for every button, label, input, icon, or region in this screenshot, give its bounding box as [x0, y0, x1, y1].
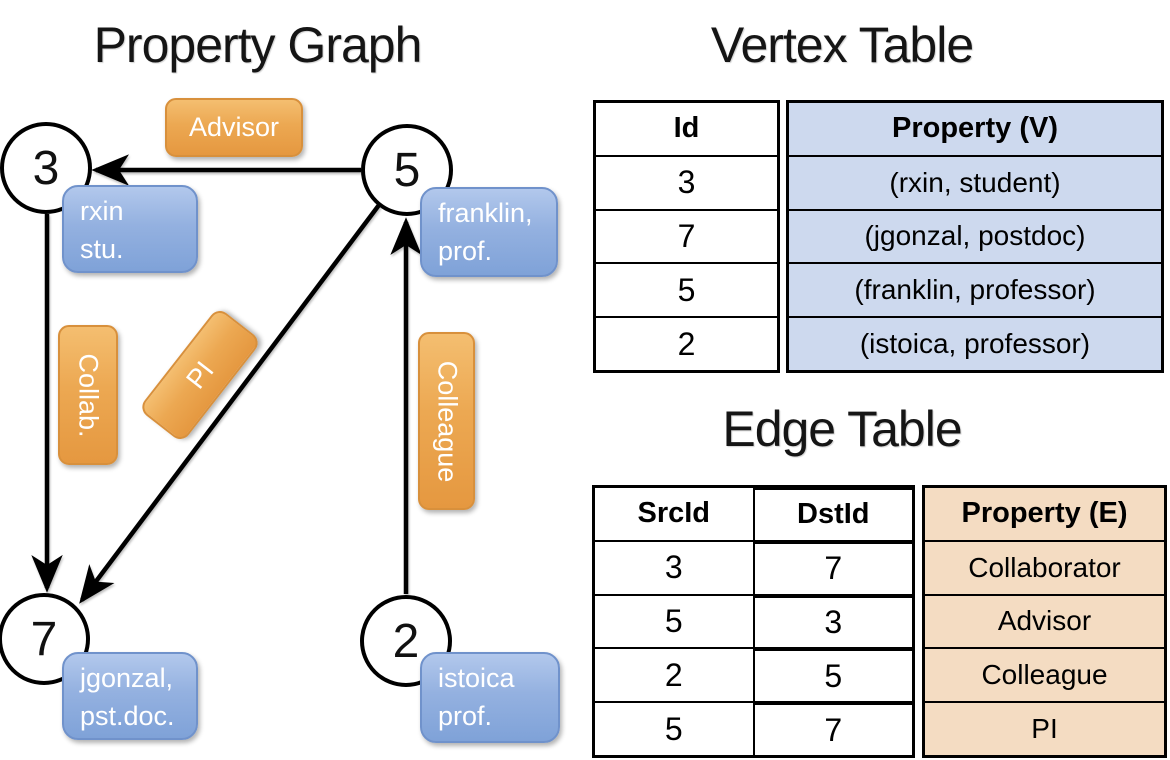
vertex-box-franklin-line1: franklin,	[438, 198, 533, 228]
edge-table-dst-cell: 3	[754, 595, 912, 648]
edge-table-title: Edge Table	[722, 401, 962, 457]
vertex-box-franklin: franklin, prof.	[420, 187, 558, 277]
edge-table-row: 2 5	[595, 647, 912, 702]
graph-edges	[31, 154, 422, 604]
vertex-table-id-cell: 5	[596, 262, 777, 316]
vertex-table-property-cell: (jgonzal, postdoc)	[789, 208, 1161, 263]
edge-table-dst-cell: 7	[754, 703, 912, 755]
edge-table-dst-cell: 7	[754, 541, 912, 594]
vertex-box-istoica-line2: prof.	[438, 701, 493, 731]
edge-table-header-row: SrcId DstId	[595, 488, 912, 540]
vertex-box-rxin-line1: rxin	[80, 196, 124, 226]
edge-label-colleague: Colleague	[418, 332, 475, 510]
vertex-box-rxin: rxin stu.	[62, 185, 198, 273]
edge-table-row: 5 3	[595, 593, 912, 648]
vertex-box-jgonzal-line2: pst.doc.	[80, 701, 175, 731]
node-2-id: 2	[392, 614, 420, 668]
vertex-box-jgonzal-line1: jgonzal,	[80, 663, 174, 693]
vertex-table-id-cell: 2	[596, 316, 777, 370]
property-graph-title: Property Graph	[93, 17, 423, 73]
edge-label-collab-text: Collab.	[73, 352, 104, 438]
edge-5-to-7-pi-arrow	[79, 203, 381, 604]
edge-table-property-cell: Collaborator	[925, 539, 1164, 594]
edge-table-src-cell: 2	[595, 649, 755, 702]
node-5-id: 5	[393, 143, 421, 197]
vertex-table-property-cell: (franklin, professor)	[789, 262, 1161, 316]
vertex-box-rxin-line2: stu.	[80, 234, 124, 264]
edge-table-id-columns: SrcId DstId 3 7 5 3 2 5 5 7	[592, 485, 915, 758]
edge-table-property-cell: Advisor	[925, 593, 1164, 648]
edge-label-collab: Collab.	[58, 325, 118, 465]
graph-node-2: 2	[360, 595, 452, 687]
edge-table-dstid-header: DstId	[754, 488, 912, 540]
vertex-table-id-cell: 7	[596, 208, 777, 263]
vertex-box-franklin-line2: prof.	[438, 236, 493, 266]
edge-table-src-cell: 3	[595, 541, 755, 594]
vertex-table-id-header: Id	[673, 112, 700, 145]
edge-table-dst-cell: 5	[754, 649, 912, 701]
edge-label-advisor-text: Advisor	[188, 112, 280, 142]
node-7-id: 7	[30, 612, 58, 666]
edge-table-property-header: Property (E)	[961, 497, 1128, 530]
edge-table-property-cell: PI	[925, 701, 1164, 755]
vertex-table-property-header: Property (V)	[892, 112, 1058, 145]
vertex-box-istoica-line1: istoica	[438, 663, 515, 693]
vertex-table-id-column: Id 3 7 5 2	[593, 100, 780, 373]
edge-label-colleague-text: Colleague	[432, 360, 462, 482]
vertex-box-istoica: istoica prof.	[420, 652, 560, 743]
vertex-table-title: Vertex Table	[710, 17, 974, 73]
vertex-table-property-cell: (rxin, student)	[789, 154, 1161, 209]
edge-table-row: 5 7	[595, 701, 912, 755]
edge-table-src-cell: 5	[595, 703, 755, 755]
vertex-table-property-column: Property (V) (rxin, student) (jgonzal, p…	[786, 100, 1164, 373]
edge-label-advisor: Advisor	[165, 98, 303, 157]
edge-table-property-cell: Colleague	[925, 647, 1164, 701]
vertex-box-jgonzal: jgonzal, pst.doc.	[62, 652, 198, 740]
edge-label-pi-text: PI	[179, 355, 220, 394]
vertex-table-property-cell: (istoica, professor)	[789, 316, 1161, 370]
edge-table-srcid-header: SrcId	[595, 488, 755, 540]
edge-table-row: 3 7	[595, 539, 912, 594]
node-3-id: 3	[32, 141, 60, 195]
edge-table-src-cell: 5	[595, 595, 755, 648]
edge-table-property-column: Property (E) Collaborator Advisor Collea…	[922, 485, 1167, 758]
vertex-table-id-cell: 3	[596, 154, 777, 209]
